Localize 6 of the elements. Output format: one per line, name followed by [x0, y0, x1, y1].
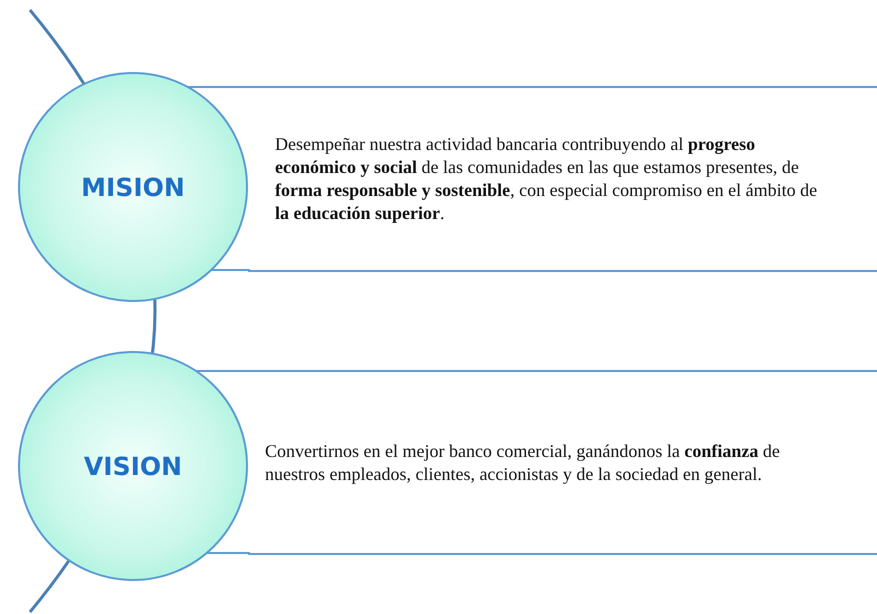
description-text: Desempeñar nuestra actividad bancaria contribuyendo al progreso económico y social de las comunidades en las que estamos presentes, de forma responsable y sostenible, con especial compromiso en el ámbito de la educación superior. [275, 133, 818, 225]
text-band [248, 86, 877, 272]
text-band [248, 370, 877, 555]
circle-title: VISION [84, 452, 182, 480]
circle-title: MISION [81, 172, 185, 202]
description-text: Convertirnos en el mejor banco comercial, ganándonos la confianza de nuestros empleados, clientes, accionistas y de la sociedad en general. [265, 440, 781, 486]
